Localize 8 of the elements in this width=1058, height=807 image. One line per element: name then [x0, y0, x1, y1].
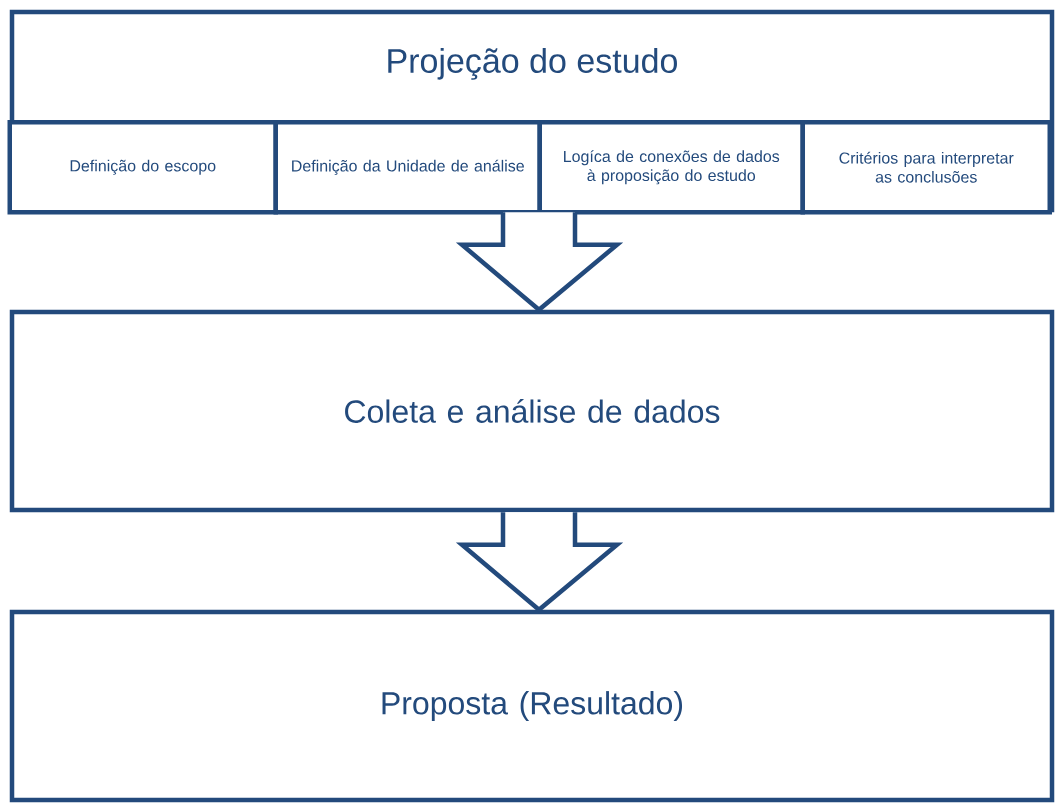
block-arrow: [455, 210, 624, 313]
table-cell: Critérios para interpretar as conclusões: [800, 120, 1052, 215]
table-cell: Logíca de conexões de dados à proposição do estudo: [537, 120, 805, 215]
block-arrow: [455, 510, 624, 613]
stage-box: Coleta e análise de dados: [9, 309, 1055, 513]
stage-box: Proposta (Resultado): [9, 609, 1055, 803]
table-cell: Definição da Unidade de análise: [273, 120, 542, 215]
table-cell: Definição do escopo: [7, 120, 278, 215]
